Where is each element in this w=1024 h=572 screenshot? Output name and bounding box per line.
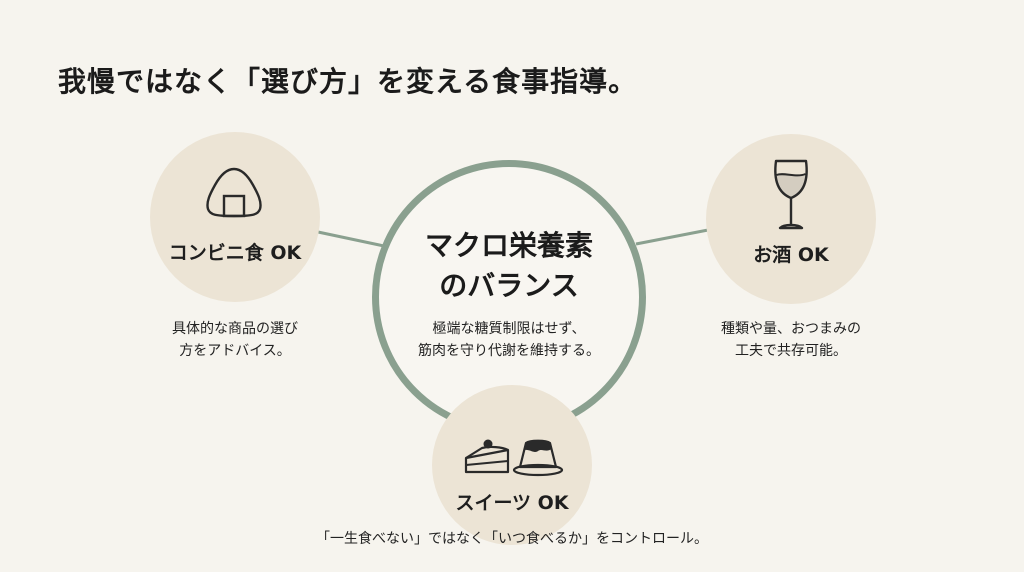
connector-right — [635, 228, 709, 246]
cake-icon — [464, 439, 510, 474]
onigiri-icon — [206, 167, 262, 218]
macro-balance-title-line: のバランス — [439, 269, 579, 302]
convenience-food-description: 具体的な商品の選び 方をアドバイス。 — [150, 318, 320, 362]
page-title: 我慢ではなく「選び方」を変える食事指導。 — [58, 65, 638, 98]
sweets-bubble — [432, 385, 592, 545]
convenience-food-desc-line: 方をアドバイス。 — [179, 343, 291, 359]
convenience-food-desc-line: 具体的な商品の選び — [172, 321, 298, 337]
pudding-icon — [512, 439, 564, 477]
macro-balance-desc-line: 筋肉を守り代謝を維持する。 — [418, 343, 600, 359]
macro-balance-title-line: マクロ栄養素 — [424, 229, 593, 262]
footer-caption: 「一生食べない」ではなく「いつ食べるか」をコントロール。 — [316, 531, 708, 547]
alcohol-desc-line: 工夫で共存可能。 — [735, 343, 847, 359]
alcohol-desc-line: 種類や量、おつまみの — [721, 321, 861, 337]
macro-balance-desc-line: 極端な糖質制限はせず、 — [432, 321, 586, 337]
macro-balance-title: マクロ栄養素 のバランス — [372, 226, 646, 306]
wine-glass-icon — [774, 159, 808, 230]
convenience-food-label: コンビニ食 OK — [168, 242, 302, 264]
macro-balance-description: 極端な糖質制限はせず、 筋肉を守り代謝を維持する。 — [372, 318, 646, 362]
alcohol-description: 種類や量、おつまみの 工夫で共存可能。 — [696, 318, 886, 362]
sweets-label: スイーツ OK — [455, 492, 569, 514]
alcohol-label: お酒 OK — [753, 244, 829, 266]
connector-left — [317, 230, 385, 248]
